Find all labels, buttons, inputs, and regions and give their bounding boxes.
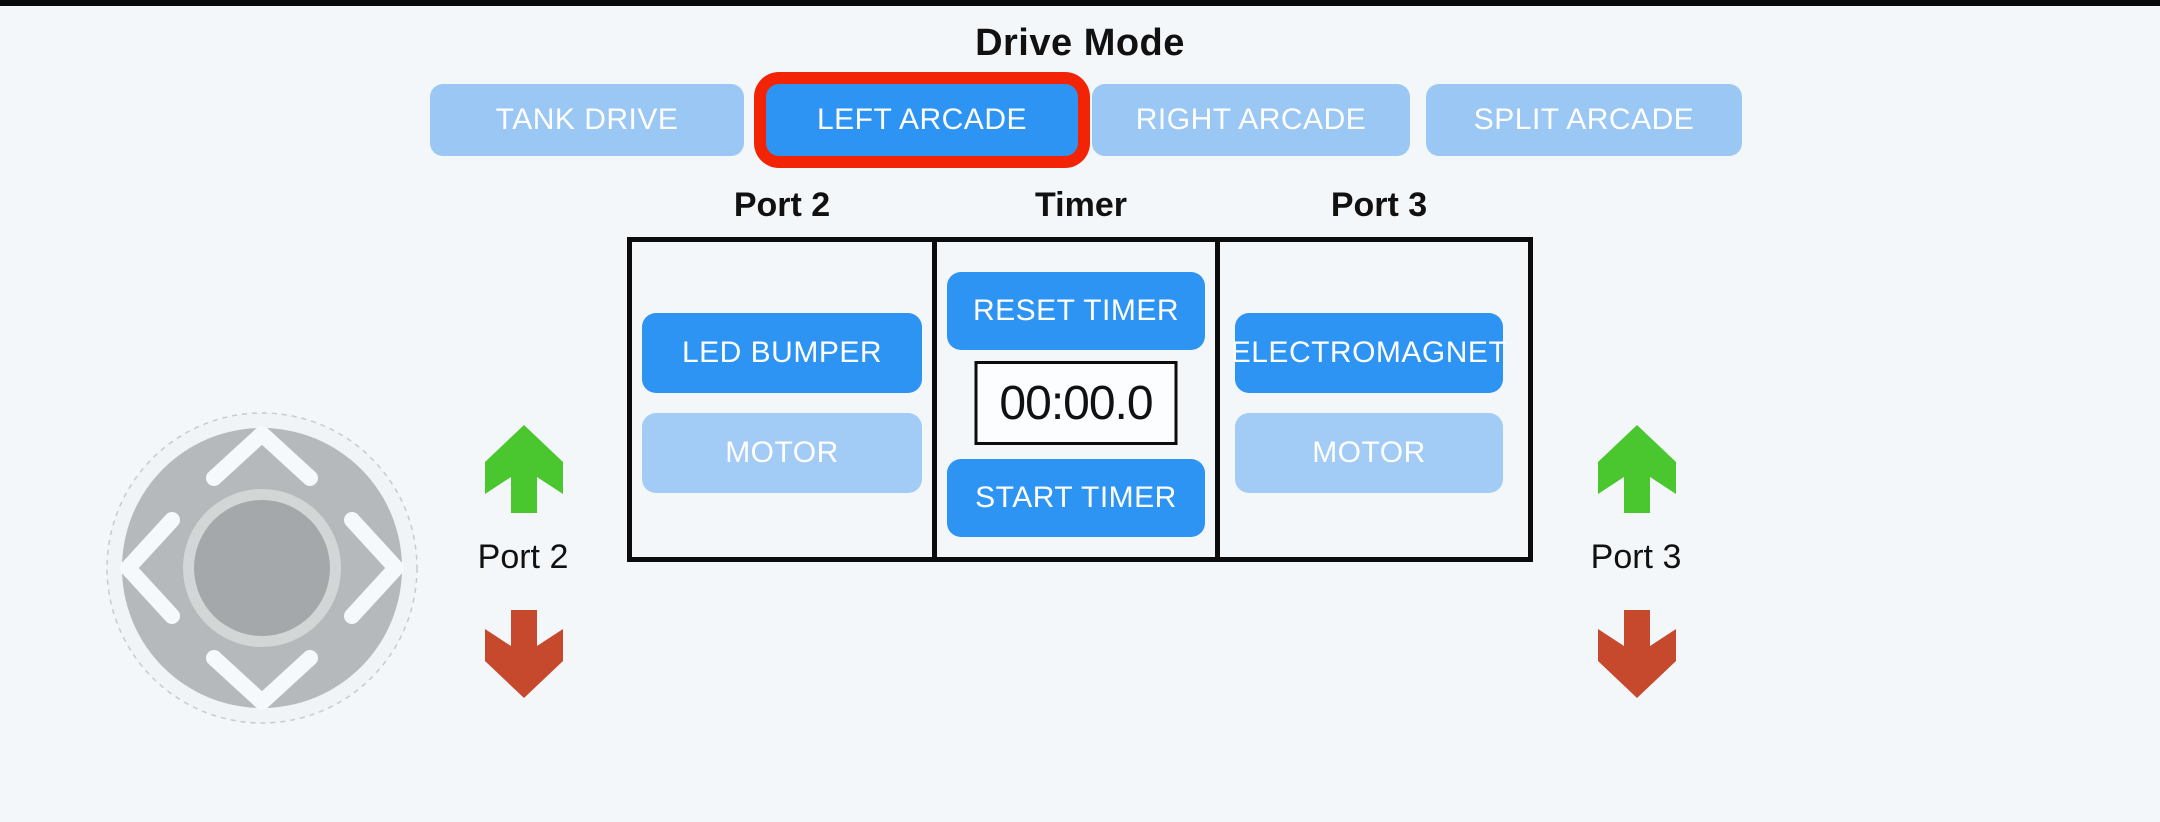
port3-down-arrow-icon: [1598, 610, 1676, 698]
port3-axis-label: Port 3: [1590, 538, 1682, 576]
chevron-down-icon: [206, 650, 318, 710]
reset-timer-button[interactable]: RESET TIMER: [947, 272, 1205, 350]
port3-column-header: Port 3: [1330, 186, 1428, 224]
port2-up-arrow-icon: [485, 425, 563, 513]
joystick-knob[interactable]: [194, 500, 330, 636]
top-bar: [0, 0, 2160, 6]
drive-mode-left-arcade-button[interactable]: LEFT ARCADE: [766, 84, 1078, 156]
drive-mode-right-arcade-button[interactable]: RIGHT ARCADE: [1092, 84, 1410, 156]
drive-mode-tank-drive-button[interactable]: TANK DRIVE: [430, 84, 744, 156]
joystick[interactable]: [104, 410, 420, 726]
timer-cell: RESET TIMER 00:00.0 START TIMER: [932, 242, 1220, 557]
chevron-up-icon: [206, 426, 318, 486]
port2-axis-label: Port 2: [477, 538, 569, 576]
start-timer-button[interactable]: START TIMER: [947, 459, 1205, 537]
chevron-right-icon: [344, 512, 404, 624]
port2-motor-button[interactable]: MOTOR: [642, 413, 922, 493]
chevron-left-icon: [120, 512, 180, 624]
port3-motor-button[interactable]: MOTOR: [1235, 413, 1503, 493]
drive-mode-split-arcade-button[interactable]: SPLIT ARCADE: [1426, 84, 1742, 156]
electromagnet-button[interactable]: ELECTROMAGNET: [1231, 313, 1507, 393]
timer-display: 00:00.0: [974, 361, 1178, 445]
port2-down-arrow-icon: [485, 610, 563, 698]
page-title: Drive Mode: [975, 22, 1185, 64]
device-control-table: LED BUMPER MOTOR RESET TIMER 00:00.0 STA…: [627, 237, 1533, 562]
timer-column-header: Timer: [1035, 186, 1127, 224]
port3-up-arrow-icon: [1598, 425, 1676, 513]
led-bumper-button[interactable]: LED BUMPER: [642, 313, 922, 393]
port2-cell: LED BUMPER MOTOR: [632, 242, 932, 557]
port3-cell: ELECTROMAGNET MOTOR: [1220, 242, 1518, 557]
port2-column-header: Port 2: [733, 186, 831, 224]
